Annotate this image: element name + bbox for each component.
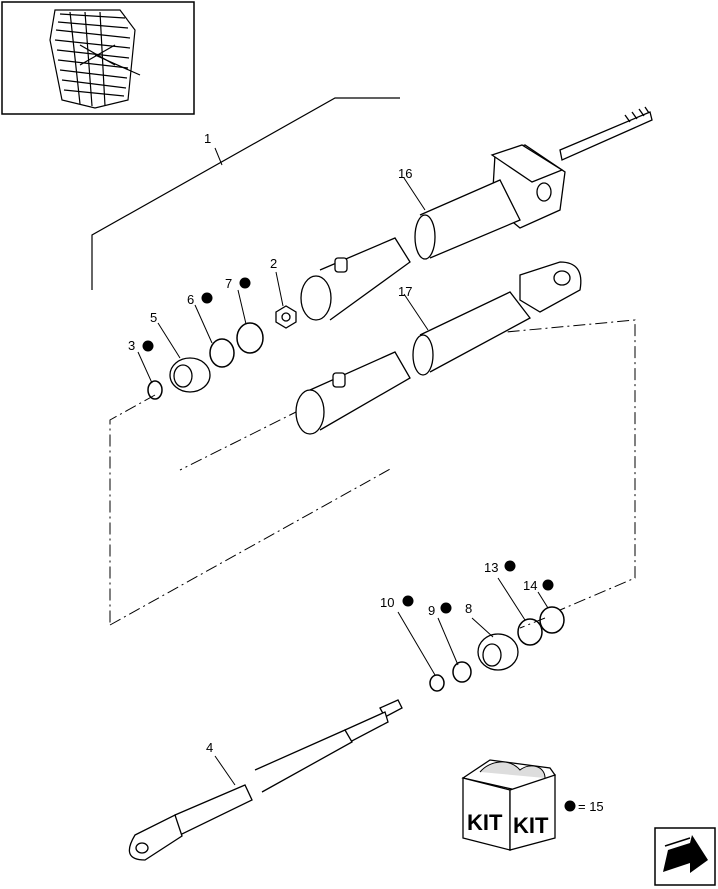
dashed-frame [109,319,636,629]
callout-7[interactable]: 7 [225,276,232,291]
kit-label-left: KIT [467,810,503,835]
part-6-seal[interactable] [209,338,235,368]
part-7-seal[interactable] [236,322,264,354]
part-4-rod[interactable] [128,699,403,861]
part-2-nut[interactable] [275,305,297,329]
kit-box-icon[interactable]: KIT KIT [461,759,556,851]
callout-leaders [137,147,549,786]
callout-10[interactable]: 10 [380,595,394,610]
part-16-cylinder-barrel[interactable] [414,106,653,260]
lower-tube[interactable] [295,351,411,435]
thumbnail-machine-icon[interactable] [1,1,195,115]
assembly-bracket [91,97,400,290]
part-13-seal[interactable] [517,618,543,646]
kit-legend-bullet [564,800,576,812]
navigate-next-icon[interactable] [654,827,716,886]
kit-label-right: KIT [513,813,549,838]
kit-bullet-icon [142,277,554,614]
part-9-ring[interactable] [452,661,472,683]
part-5-piston[interactable] [169,357,211,393]
callout-3[interactable]: 3 [128,338,135,353]
part-8-gland[interactable] [477,633,519,671]
callout-6[interactable]: 6 [187,292,194,307]
callout-14[interactable]: 14 [523,578,537,593]
callout-8[interactable]: 8 [465,601,472,616]
part-10-ring[interactable] [429,674,445,692]
callout-2[interactable]: 2 [270,256,277,271]
part-17-piston-rod[interactable] [412,261,582,376]
upper-tube[interactable] [300,237,411,321]
callout-16[interactable]: 16 [398,166,412,181]
part-3-snap-ring[interactable] [147,380,163,400]
part-14-wiper[interactable] [539,606,565,634]
callout-17[interactable]: 17 [398,284,412,299]
callout-5[interactable]: 5 [150,310,157,325]
callout-1[interactable]: 1 [204,131,211,146]
callout-9[interactable]: 9 [428,603,435,618]
kit-legend-text: = 15 [578,799,604,814]
callout-4[interactable]: 4 [206,740,213,755]
callout-13[interactable]: 13 [484,560,498,575]
